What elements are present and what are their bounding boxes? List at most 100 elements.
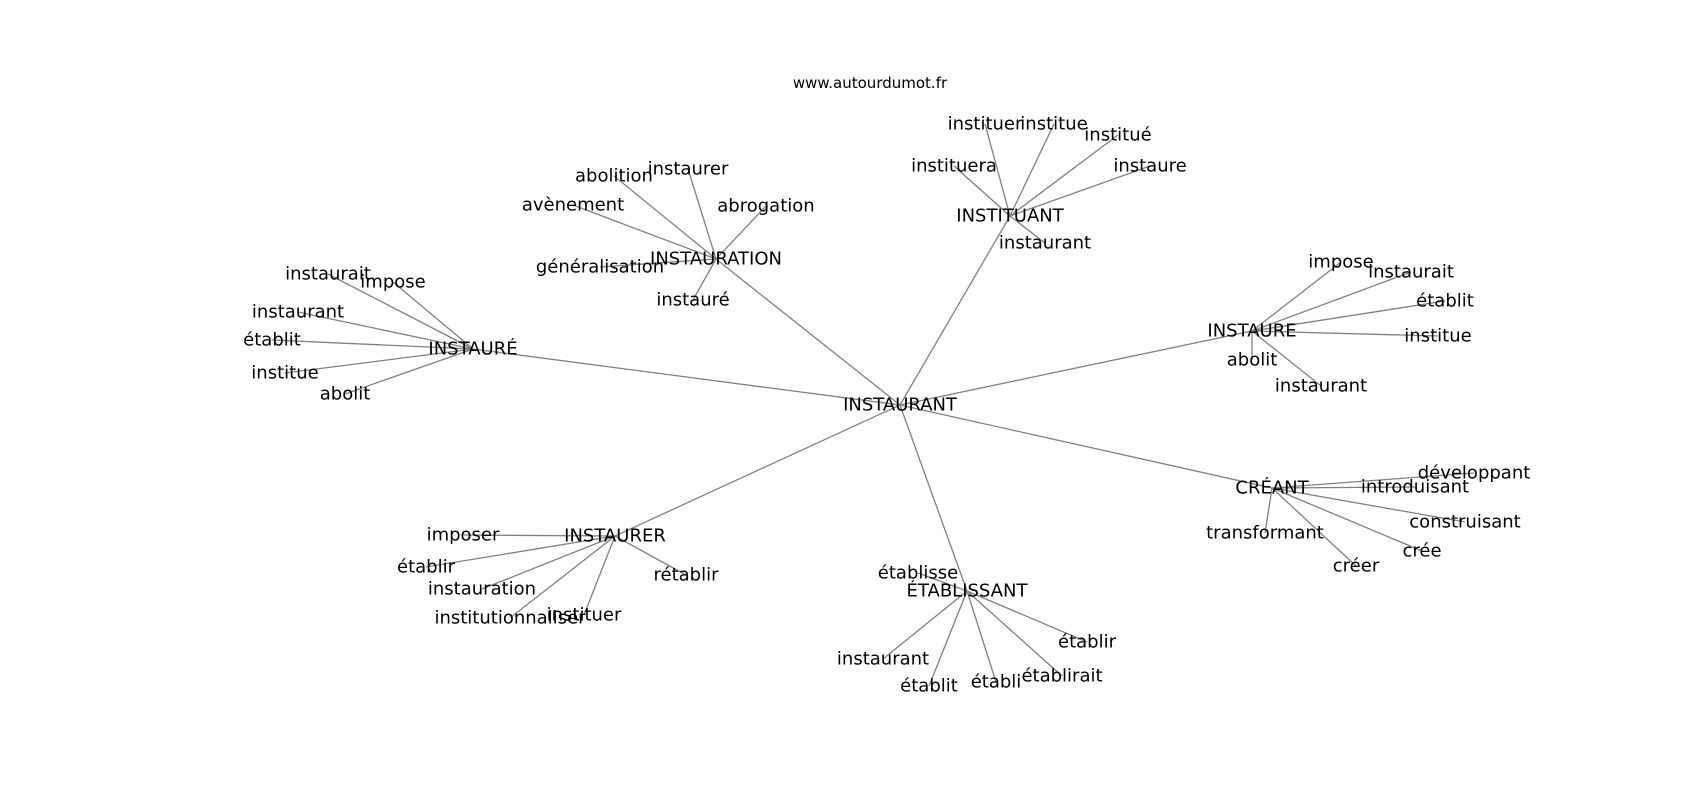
leaf-node-label: instaurant [999, 233, 1091, 254]
edge-hub-to-leaf [692, 258, 717, 301]
leaf-node-label: institutionnaliser [434, 608, 586, 629]
edge-hub-to-leaf [1271, 487, 1357, 567]
edge-hub-to-leaf [1251, 330, 1439, 337]
hub-node-label: ÉTABLISSANT [907, 580, 1029, 602]
hub-node-label: INSTAURE [1207, 321, 1296, 342]
hub-node-label: INSTITUANT [956, 206, 1064, 227]
edge-hub-to-leaf [1271, 487, 1423, 552]
edge-center-to-hub [899, 404, 968, 592]
leaf-node-label: instaure [1113, 156, 1186, 177]
leaf-node-label: établi [971, 672, 1022, 693]
edge-center-to-hub [899, 215, 1011, 406]
leaf-node-label: instaurer [648, 159, 729, 180]
leaf-node-label: abolit [320, 384, 371, 405]
edge-center-to-hub [899, 330, 1253, 406]
edge-hub-to-leaf [1264, 487, 1273, 534]
edge-hub-to-leaf [1271, 472, 1475, 489]
edge-hub-to-leaf [481, 535, 616, 590]
leaf-node-label: abolition [575, 166, 653, 187]
hub-node-label: INSTAURATION [650, 249, 782, 270]
edge-hub-to-leaf [583, 535, 616, 616]
leaf-node-label: instaurait [1368, 262, 1454, 283]
edge-hub-to-leaf [284, 348, 474, 374]
leaf-node-label: instituer [547, 605, 622, 626]
edge-hub-to-leaf [1271, 487, 1466, 523]
leaf-node-label: instaurant [837, 649, 929, 670]
leaf-node-label: instaurant [252, 302, 344, 323]
hub-node-label: INSTAURÉ [428, 338, 517, 360]
labels-layer: www.autourdumot.fr INSTAURANT abolitioni… [243, 74, 1530, 697]
edge-center-to-hub [715, 258, 901, 406]
edge-hub-to-leaf [1009, 123, 1055, 217]
edge-hub-to-leaf [966, 590, 1063, 677]
edge-center-to-hub [899, 404, 1273, 489]
edge-hub-to-leaf [953, 165, 1011, 217]
leaf-node-label: impose [360, 272, 425, 293]
edge-hub-to-leaf [928, 590, 968, 687]
edge-hub-to-leaf [572, 204, 717, 260]
leaf-node-label: transformant [1206, 523, 1324, 544]
edge-hub-to-leaf [462, 534, 616, 537]
leaf-node-label: institue [251, 363, 318, 384]
hub-node-label: INSTAURER [564, 526, 666, 547]
leaf-node-label: imposer [427, 525, 500, 546]
edge-center-to-hub [614, 404, 901, 537]
edge-hub-to-leaf [614, 535, 687, 576]
leaf-node-label: instituer [948, 114, 1023, 135]
edge-hub-to-leaf [509, 535, 616, 619]
leaf-node-label: impose [1308, 252, 1373, 273]
edge-hub-to-leaf [687, 168, 717, 260]
edge-hub-to-leaf [1009, 165, 1151, 217]
center-node-label: INSTAURANT [843, 395, 958, 416]
leaf-node-label: instituera [911, 156, 997, 177]
edge-hub-to-leaf [966, 590, 1088, 643]
edge-hub-to-leaf [1271, 486, 1416, 489]
source-label: www.autourdumot.fr [793, 74, 948, 92]
leaf-node-label: généralisation [536, 257, 664, 278]
edge-hub-to-leaf [1251, 300, 1446, 332]
edge-hub-to-leaf [425, 535, 616, 568]
edge-hub-to-leaf [966, 590, 997, 683]
edge-hub-to-leaf [613, 175, 717, 260]
edge-hub-to-leaf [271, 339, 474, 350]
edge-hub-to-leaf [327, 273, 474, 350]
leaf-node-label: instaurant [1275, 376, 1367, 397]
leaf-node-label: établit [243, 330, 301, 351]
leaf-node-label: instauration [428, 579, 536, 600]
edge-hub-to-leaf [984, 123, 1011, 217]
leaf-node-label: abolit [1227, 350, 1278, 371]
leaf-node-label: instauré [656, 290, 729, 311]
edge-hub-to-leaf [297, 311, 474, 350]
hub-node-label: CRÉANT [1235, 477, 1309, 499]
leaf-node-label: développant [1418, 463, 1531, 484]
leaf-node-label: crée [1402, 541, 1441, 562]
leaf-node-label: établir [397, 557, 456, 578]
edge-hub-to-leaf [917, 572, 968, 592]
leaf-node-label: institue [1020, 114, 1087, 135]
edge-hub-to-leaf [344, 348, 474, 395]
leaf-node-label: établit [1416, 291, 1474, 312]
leaf-node-label: établirait [1021, 666, 1102, 687]
leaf-node-label: introduisant [1361, 477, 1469, 498]
leaf-node-label: établit [900, 676, 958, 697]
edge-hub-to-leaf [1251, 261, 1342, 332]
leaf-node-label: institue [1404, 326, 1471, 347]
leaf-node-label: institué [1084, 125, 1151, 146]
edges-layer [271, 123, 1475, 687]
leaf-node-label: abrogation [717, 196, 814, 217]
edge-hub-to-leaf [1009, 215, 1046, 244]
edge-center-to-hub [472, 348, 901, 406]
edge-hub-to-leaf [882, 590, 968, 660]
leaf-node-label: instaurait [285, 264, 371, 285]
edge-hub-to-leaf [599, 258, 717, 268]
leaf-node-label: rétablir [654, 565, 720, 586]
leaf-node-label: construisant [1409, 512, 1520, 533]
edge-hub-to-leaf [1251, 271, 1412, 332]
edge-hub-to-leaf [392, 281, 474, 350]
edge-hub-to-leaf [1009, 134, 1119, 217]
edge-hub-to-leaf [1251, 330, 1322, 387]
leaf-node-label: établir [1058, 632, 1117, 653]
leaf-node-label: avènement [522, 195, 624, 216]
leaf-node-label: établisse [878, 563, 958, 584]
